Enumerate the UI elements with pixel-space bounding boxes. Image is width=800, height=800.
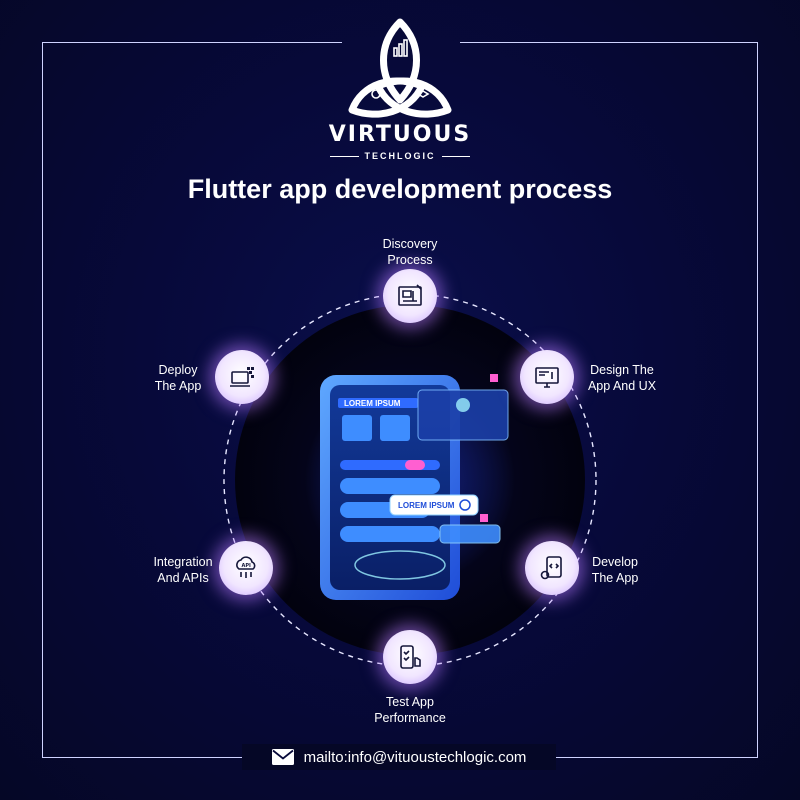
footer-email-link[interactable]: mailto:info@vituoustechlogic.com xyxy=(303,748,527,766)
frame-line-bottom-right xyxy=(556,757,758,758)
frame-line-left xyxy=(42,42,43,758)
step-develop-icon-circle xyxy=(525,541,579,595)
brand-name: VIRTUOUS xyxy=(328,122,472,147)
step-design-icon-circle xyxy=(520,350,574,404)
brand-tagline-row: TECHLOGIC xyxy=(330,150,470,162)
blueprint-icon xyxy=(398,284,422,306)
step-integration-icon-circle: API xyxy=(219,541,273,595)
tagline-divider-left xyxy=(330,155,359,157)
phone-test-icon xyxy=(400,645,421,669)
monitor-design-icon xyxy=(535,367,559,388)
frame-line-right xyxy=(757,42,758,758)
brand-tagline: TECHLOGIC xyxy=(364,151,436,161)
step-deploy-icon-circle xyxy=(215,350,269,404)
api-cloud-icon: API xyxy=(236,556,256,578)
footer-contact: mailto:info@vituoustechlogic.com xyxy=(242,744,556,770)
phone-app-illustration xyxy=(320,374,509,600)
frame-line-bottom-left xyxy=(42,757,242,758)
frame-line-top-right xyxy=(460,42,758,43)
tagline-divider-right xyxy=(441,155,470,157)
svg-text:API: API xyxy=(242,563,252,569)
mail-icon xyxy=(271,749,294,765)
phone-header-label: LOREM IPSUM xyxy=(344,399,401,408)
page-title: Flutter app development process xyxy=(187,174,613,204)
virtuous-logo-icon xyxy=(348,18,452,118)
phone-button-label: LOREM IPSUM xyxy=(398,501,455,510)
step-discovery-icon-circle xyxy=(383,269,437,323)
frame-line-top-left xyxy=(42,42,342,43)
laptop-deploy-icon xyxy=(230,367,254,387)
code-gear-icon xyxy=(540,556,562,580)
step-test-icon-circle xyxy=(383,630,437,684)
